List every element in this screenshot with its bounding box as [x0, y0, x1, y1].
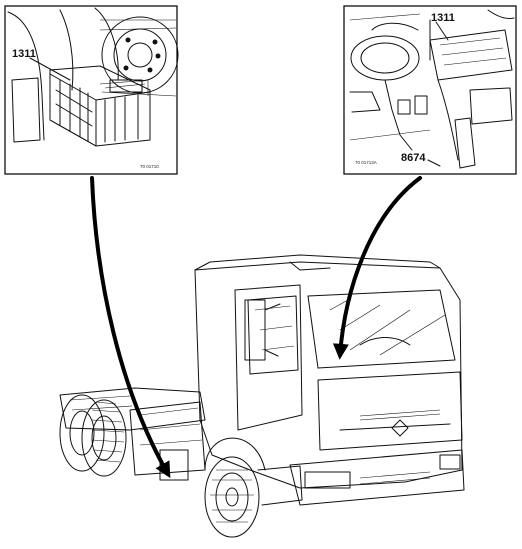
arrow-to-battery — [90, 176, 171, 479]
left-inset-frame — [4, 5, 178, 175]
side-mirror — [244, 299, 266, 361]
right-callout-8674: 8674 — [401, 152, 426, 164]
right-ref-code: 70 01713A — [355, 160, 377, 165]
front-wheel — [204, 437, 266, 538]
left-callout-1311: 1311 — [12, 48, 36, 60]
arrow-to-cab — [332, 176, 422, 360]
battery-rack — [49, 65, 151, 147]
left-ref-code: 70 01710 — [140, 164, 159, 169]
right-callout-1311: 1311 — [431, 12, 455, 24]
cab-interior-drawing — [349, 9, 515, 169]
left-inset: 1311 70 01710 — [4, 5, 179, 175]
rear-wheel — [59, 394, 127, 477]
truck-drawing — [59, 254, 465, 538]
headlight — [304, 471, 351, 489]
right-inset-frame — [343, 5, 517, 175]
right-inset: 1311 8674 70 01713A — [343, 5, 517, 175]
wheel-drawing — [7, 7, 179, 143]
